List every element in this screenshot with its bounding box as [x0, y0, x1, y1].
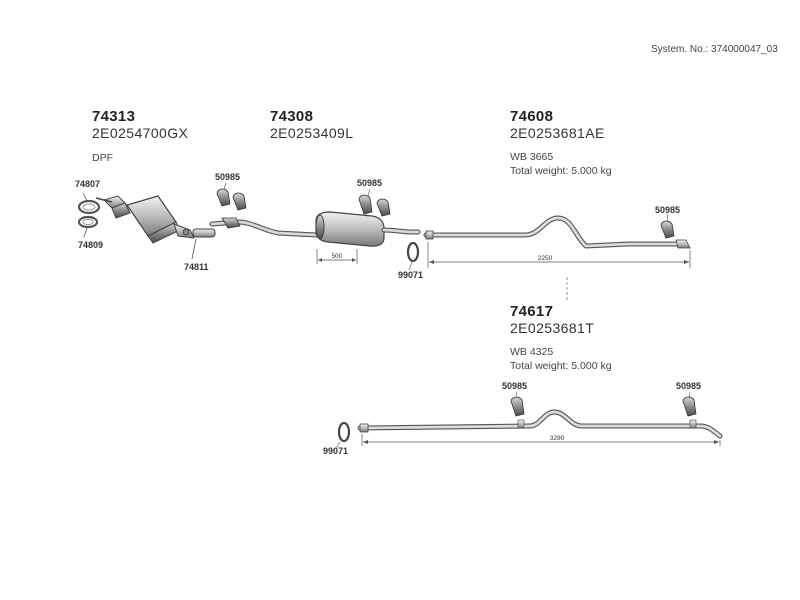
- dimension-2250-label: 2250: [538, 255, 553, 262]
- callout-50985-lower-tail: 50985: [676, 381, 702, 391]
- part-number-74308: 74308: [270, 108, 314, 125]
- mount-50985-muffler-icon: [358, 188, 391, 217]
- dpf-note: DPF: [92, 152, 113, 164]
- dimension-500: 500: [316, 249, 358, 264]
- weight-note-74617: Total weight: 5.000 kg: [510, 360, 612, 372]
- callout-50985-front: 50985: [215, 172, 241, 182]
- dimension-500-label: 500: [332, 253, 343, 260]
- dimension-3290: 3290: [361, 434, 721, 446]
- part-number-74608: 74608: [510, 108, 554, 125]
- clamp-74809-icon: [77, 215, 99, 238]
- callout-74811: 74811: [184, 262, 209, 272]
- dimension-3290-label: 3290: [550, 435, 565, 442]
- tailpipe-74608-icon: [423, 213, 691, 249]
- callout-99071-upper: 99071: [398, 270, 424, 280]
- mount-50985-front-icon: [216, 182, 247, 211]
- wheelbase-note-74608: WB 3665: [510, 151, 554, 163]
- callout-99071-lower: 99071: [323, 446, 349, 456]
- oem-code-74308: 2E0253409L: [270, 125, 354, 141]
- part-number-74617: 74617: [510, 303, 554, 320]
- dpf-74313-icon: [95, 195, 195, 244]
- weight-note-74608: Total weight: 5.000 kg: [510, 165, 612, 177]
- clamp-74807-icon: [77, 192, 101, 215]
- oem-code-74617: 2E0253681T: [510, 320, 595, 336]
- wheelbase-note-74617: WB 4325: [510, 346, 554, 358]
- callout-50985-lower-mid: 50985: [502, 381, 528, 391]
- part-number-74313: 74313: [92, 108, 136, 125]
- oem-code-74313: 2E0254700GX: [92, 125, 189, 141]
- callout-50985-muffler: 50985: [357, 178, 383, 188]
- pipe-74308-icon: [209, 217, 319, 238]
- clamp-99071-lower-icon: [335, 421, 351, 450]
- pipe-74811-icon: [191, 228, 216, 260]
- callout-50985-tail: 50985: [655, 205, 681, 215]
- system-number: System. No.: 374000047_03: [651, 44, 778, 55]
- oem-code-74608: 2E0253681AE: [510, 125, 605, 141]
- callout-74809: 74809: [78, 240, 104, 250]
- clamp-99071-upper-icon: [406, 241, 420, 271]
- dimension-2250: 2250: [427, 242, 691, 268]
- callout-74807: 74807: [75, 179, 101, 189]
- tailpipe-74617-icon: [357, 391, 723, 439]
- muffler-74308-icon: [315, 211, 421, 247]
